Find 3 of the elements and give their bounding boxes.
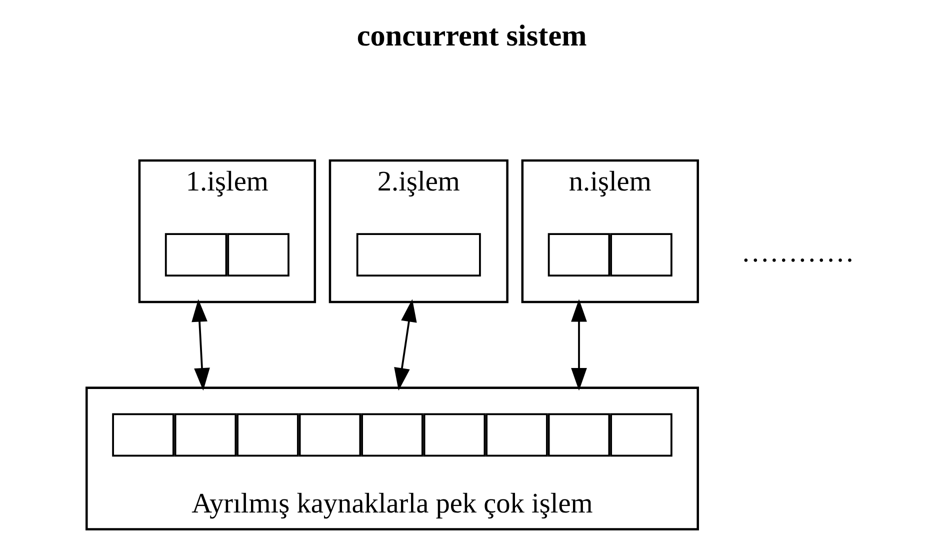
diagram-title: concurrent sistem — [356, 18, 586, 52]
label: ………… — [740, 237, 854, 268]
node-label: Ayrılmış kaynaklarla pek çok işlem — [191, 488, 592, 520]
